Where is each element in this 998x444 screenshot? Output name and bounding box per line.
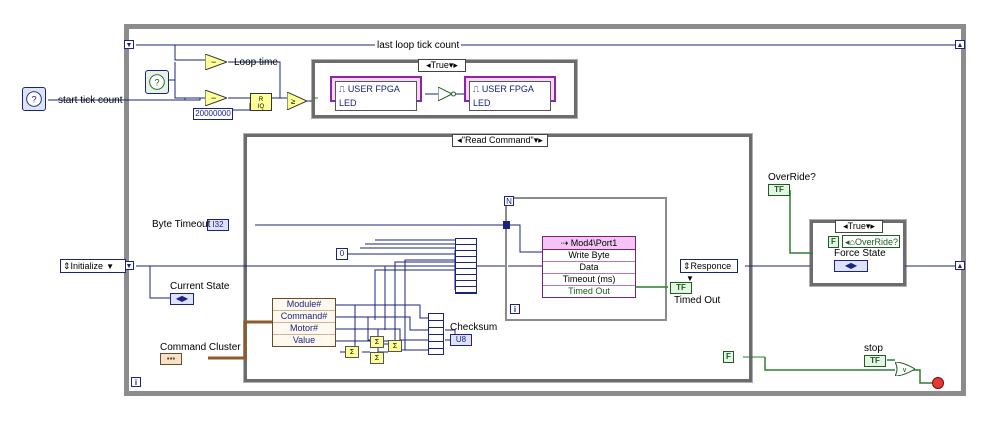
last-loop-tick-count-label: last loop tick count: [375, 40, 462, 52]
byte-timeout-label: Byte Timeout: [152, 219, 211, 230]
inner-tick-count-icon[interactable]: ?: [145, 70, 169, 94]
or-node[interactable]: ∨: [894, 361, 916, 377]
period-constant[interactable]: 20000000: [193, 108, 233, 120]
for-loop-frame: [505, 197, 667, 321]
override-control[interactable]: TF: [768, 184, 790, 196]
override-property-label: OverRide?: [854, 237, 898, 247]
fpga-led-write-label: USER FPGA LED: [473, 84, 534, 108]
svg-text:R: R: [259, 97, 264, 103]
while-loop-frame: [124, 24, 966, 396]
initialize-enum-constant[interactable]: ⇕Initialize▼: [60, 259, 126, 273]
led-case-selector[interactable]: ◂True▾▸: [418, 59, 466, 72]
svg-text:−: −: [211, 57, 216, 67]
serial-property-node[interactable]: ⇢ Mod4\Port1 Write Byte Data Timeout (ms…: [542, 236, 636, 298]
command-cluster-label: Command Cluster: [160, 342, 241, 353]
responce-enum-constant[interactable]: ⇕Responce▼: [680, 259, 738, 283]
override-property-node[interactable]: ◂⌂OverRide?: [842, 235, 900, 248]
override-label: OverRide?: [768, 172, 816, 183]
function-node-1[interactable]: Σ: [345, 346, 359, 358]
for-loop-count-terminal: N: [504, 196, 514, 206]
main-case-selector[interactable]: ◂"Read Command"▾▸: [452, 134, 548, 147]
function-node-3[interactable]: Σ: [370, 352, 384, 364]
fpga-led-write-node[interactable]: ⎍ USER FPGA LED: [464, 76, 556, 111]
override-false-constant[interactable]: F: [828, 236, 839, 248]
current-state-label: Current State: [170, 281, 230, 292]
checksum-label: Checksum: [450, 322, 498, 333]
override-case-selector-value: True: [847, 221, 866, 231]
fpga-led-read-label: USER FPGA LED: [339, 84, 400, 108]
false-constant-stop[interactable]: F: [723, 351, 734, 363]
for-loop-tunnel: [503, 221, 510, 229]
byte-timeout-terminal[interactable]: I32: [207, 219, 229, 231]
not-node[interactable]: [437, 86, 456, 102]
current-state-indicator: ◀▶: [170, 293, 194, 305]
svg-text:IQ: IQ: [258, 104, 265, 110]
build-array-node-top[interactable]: [455, 238, 477, 294]
fpga-led-read-node[interactable]: ⎍ USER FPGA LED: [330, 76, 422, 111]
function-node-4[interactable]: Σ: [388, 340, 402, 352]
shift-register-right-state[interactable]: ▲: [955, 261, 965, 270]
unbundle-row-value: Value: [273, 335, 335, 346]
loop-iteration-terminal: i: [131, 377, 141, 387]
svg-text:−: −: [211, 93, 216, 103]
unbundle-row-command: Command#: [273, 311, 335, 323]
property-row-timed-out: Timed Out: [568, 286, 610, 296]
responce-enum-value: Responce: [690, 261, 732, 271]
svg-text:?: ?: [31, 95, 36, 105]
subtract-node-2[interactable]: −: [204, 89, 229, 107]
shift-register-right-top[interactable]: ▲: [955, 40, 965, 49]
led-case-selector-value: True: [430, 60, 449, 70]
property-row-data: Data: [543, 262, 635, 274]
loop-time-label: Loop time: [234, 57, 278, 68]
shift-register-left-top[interactable]: ▼: [124, 40, 134, 49]
compare-node[interactable]: ≥: [286, 91, 309, 111]
svg-text:∨: ∨: [902, 367, 907, 374]
stop-control[interactable]: TF: [864, 355, 886, 367]
timed-out-label: Timed Out: [674, 295, 721, 306]
force-state-label: Force State: [834, 248, 886, 259]
svg-text:?: ?: [154, 78, 159, 88]
command-cluster-terminal[interactable]: ▪▪▪: [160, 353, 182, 365]
override-case-selector[interactable]: ◂True▾▸: [835, 220, 883, 233]
timed-out-indicator: TF: [670, 282, 692, 294]
unbundle-row-module: Module#: [273, 299, 335, 311]
force-state-terminal[interactable]: ◀▶: [834, 260, 868, 272]
function-node-2[interactable]: Σ: [370, 336, 384, 348]
start-tick-count-label: start tick count: [58, 95, 123, 106]
initialize-enum-value: Initialize: [70, 261, 104, 271]
property-row-write-byte: Write Byte: [543, 250, 635, 262]
checksum-indicator: U8: [450, 334, 472, 346]
property-node-title: Mod4\Port1: [570, 238, 618, 248]
loop-condition-stop-icon: [932, 377, 944, 389]
zero-constant[interactable]: 0: [336, 248, 348, 260]
tick-count-icon[interactable]: ?: [22, 87, 46, 111]
unbundle-by-name-node[interactable]: Module# Command# Motor# Value: [272, 298, 336, 347]
svg-text:≥: ≥: [291, 97, 296, 106]
main-case-selector-value: "Read Command": [461, 135, 534, 145]
stop-label: stop: [864, 343, 883, 354]
unbundle-row-motor: Motor#: [273, 323, 335, 335]
subtract-node-1[interactable]: −: [204, 53, 229, 71]
property-row-timeout: Timeout (ms): [543, 274, 635, 286]
build-array-node-bottom[interactable]: [428, 313, 444, 355]
for-loop-iteration-terminal: i: [510, 304, 520, 314]
